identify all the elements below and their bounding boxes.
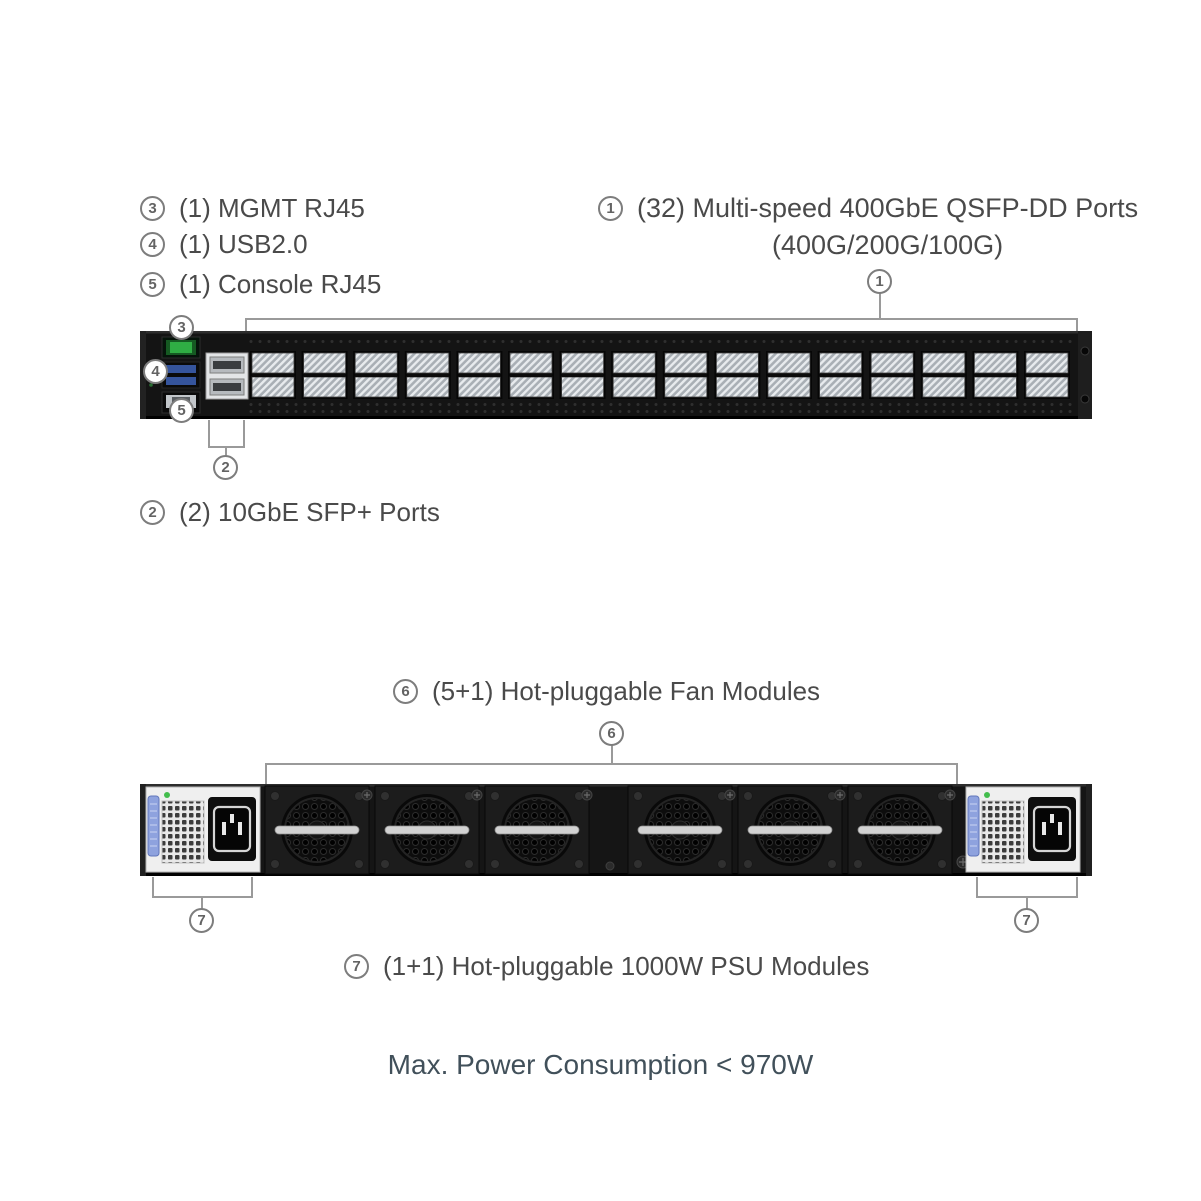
label-qsfp-ports: 1 (32) Multi-speed 400GbE QSFP-DD Ports …: [598, 193, 1138, 261]
fan-module: [264, 785, 373, 875]
label-sfp-text: (2) 10GbE SFP+ Ports: [179, 497, 440, 527]
max-power-consumption-text: Max. Power Consumption < 970W: [387, 1049, 814, 1080]
psu-module-right: [964, 785, 1082, 874]
qsfp-dd-port-cage: [610, 350, 658, 400]
label-usb: 4 (1) USB2.0: [140, 229, 308, 260]
switch-rear-panel: [140, 784, 1092, 876]
circled-number-6: 6: [393, 679, 418, 704]
label-fan-text: (5+1) Hot-pluggable Fan Modules: [432, 676, 821, 706]
fan-module: [737, 785, 846, 875]
circled-number-2: 2: [140, 500, 165, 525]
front-vent-perforation-bottom: [248, 402, 1076, 414]
fan-module: [847, 785, 956, 875]
qsfp-dd-port-cage: [249, 350, 297, 400]
fan-module: [627, 785, 736, 875]
callout-6-stem: [611, 745, 613, 764]
qsfp-dd-port-cage: [713, 350, 761, 400]
label-psu-text: (1+1) Hot-pluggable 1000W PSU Modules: [383, 951, 870, 981]
callout-6: 6: [599, 721, 624, 746]
mgmt-rj45-port: [161, 336, 201, 359]
qsfp-dd-port-cage: [971, 350, 1019, 400]
qsfp-dd-port-cage: [662, 350, 710, 400]
chassis-screw: [605, 861, 615, 871]
fan-module: [484, 785, 593, 875]
qsfp-dd-port-cage: [1023, 350, 1071, 400]
qsfp-dd-port-cage: [559, 350, 607, 400]
usb2-port: [161, 361, 201, 389]
callout-2-stem: [225, 447, 227, 456]
rear-chassis-top-edge: [140, 784, 1092, 787]
callout-7-right: 7: [1014, 908, 1039, 933]
callout-7-right-stem: [1026, 897, 1028, 909]
qsfp-dd-port-cage: [352, 350, 400, 400]
rear-rack-ear-left: [140, 784, 146, 876]
qsfp-dd-port-cage: [920, 350, 968, 400]
callout-4: 4: [143, 359, 168, 384]
circled-number-1: 1: [598, 196, 623, 221]
callout-1-bracket: [245, 318, 1078, 331]
callout-7-left-stem: [201, 897, 203, 909]
callout-1: 1: [867, 269, 892, 294]
rear-chassis-bottom-edge: [140, 873, 1092, 876]
callout-2-bracket: [208, 420, 245, 448]
callout-6-bracket: [265, 763, 958, 784]
psu-module-left: [144, 785, 262, 874]
qsfp-dd-port-cage: [765, 350, 813, 400]
label-psu: 7 (1+1) Hot-pluggable 1000W PSU Modules: [344, 951, 869, 982]
callout-1-stem: [879, 293, 881, 318]
qsfp-dd-port-cage: [817, 350, 865, 400]
circled-number-5: 5: [140, 272, 165, 297]
rear-rack-ear-right: [1086, 784, 1092, 876]
label-mgmt-text: (1) MGMT RJ45: [179, 193, 365, 223]
qsfp-dd-port-cage: [404, 350, 452, 400]
label-qsfp-text-line2: (400G/200G/100G): [772, 230, 1004, 260]
callout-7-left: 7: [189, 908, 214, 933]
label-console-text: (1) Console RJ45: [179, 269, 382, 299]
fan-module: [374, 785, 483, 875]
rack-ear-right: [1078, 331, 1092, 419]
callout-7-right-bracket: [976, 877, 1078, 898]
front-vent-perforation-top: [248, 336, 1076, 347]
circled-number-7: 7: [344, 954, 369, 979]
qsfp-dd-port-cage: [507, 350, 555, 400]
label-sfp: 2 (2) 10GbE SFP+ Ports: [140, 497, 440, 528]
label-fan: 6 (5+1) Hot-pluggable Fan Modules: [393, 676, 820, 707]
callout-2: 2: [213, 455, 238, 480]
front-chassis-top-edge: [140, 331, 1092, 334]
qsfp-dd-port-cage: [455, 350, 503, 400]
switch-front-panel: [140, 331, 1092, 419]
callout-3: 3: [169, 315, 194, 340]
qsfp-dd-port-cage: [301, 350, 349, 400]
qsfp-dd-port-cage: [868, 350, 916, 400]
circled-number-3: 3: [140, 196, 165, 221]
sfp-plus-ports: [205, 352, 249, 400]
label-mgmt: 3 (1) MGMT RJ45: [140, 193, 365, 224]
label-console: 5 (1) Console RJ45: [140, 269, 381, 300]
callout-7-left-bracket: [152, 877, 253, 898]
callout-5: 5: [169, 398, 194, 423]
circled-number-4: 4: [140, 232, 165, 257]
label-qsfp-text-line1: (32) Multi-speed 400GbE QSFP-DD Ports: [637, 193, 1139, 223]
front-chassis-bottom-edge: [140, 416, 1092, 419]
label-usb-text: (1) USB2.0: [179, 229, 308, 259]
